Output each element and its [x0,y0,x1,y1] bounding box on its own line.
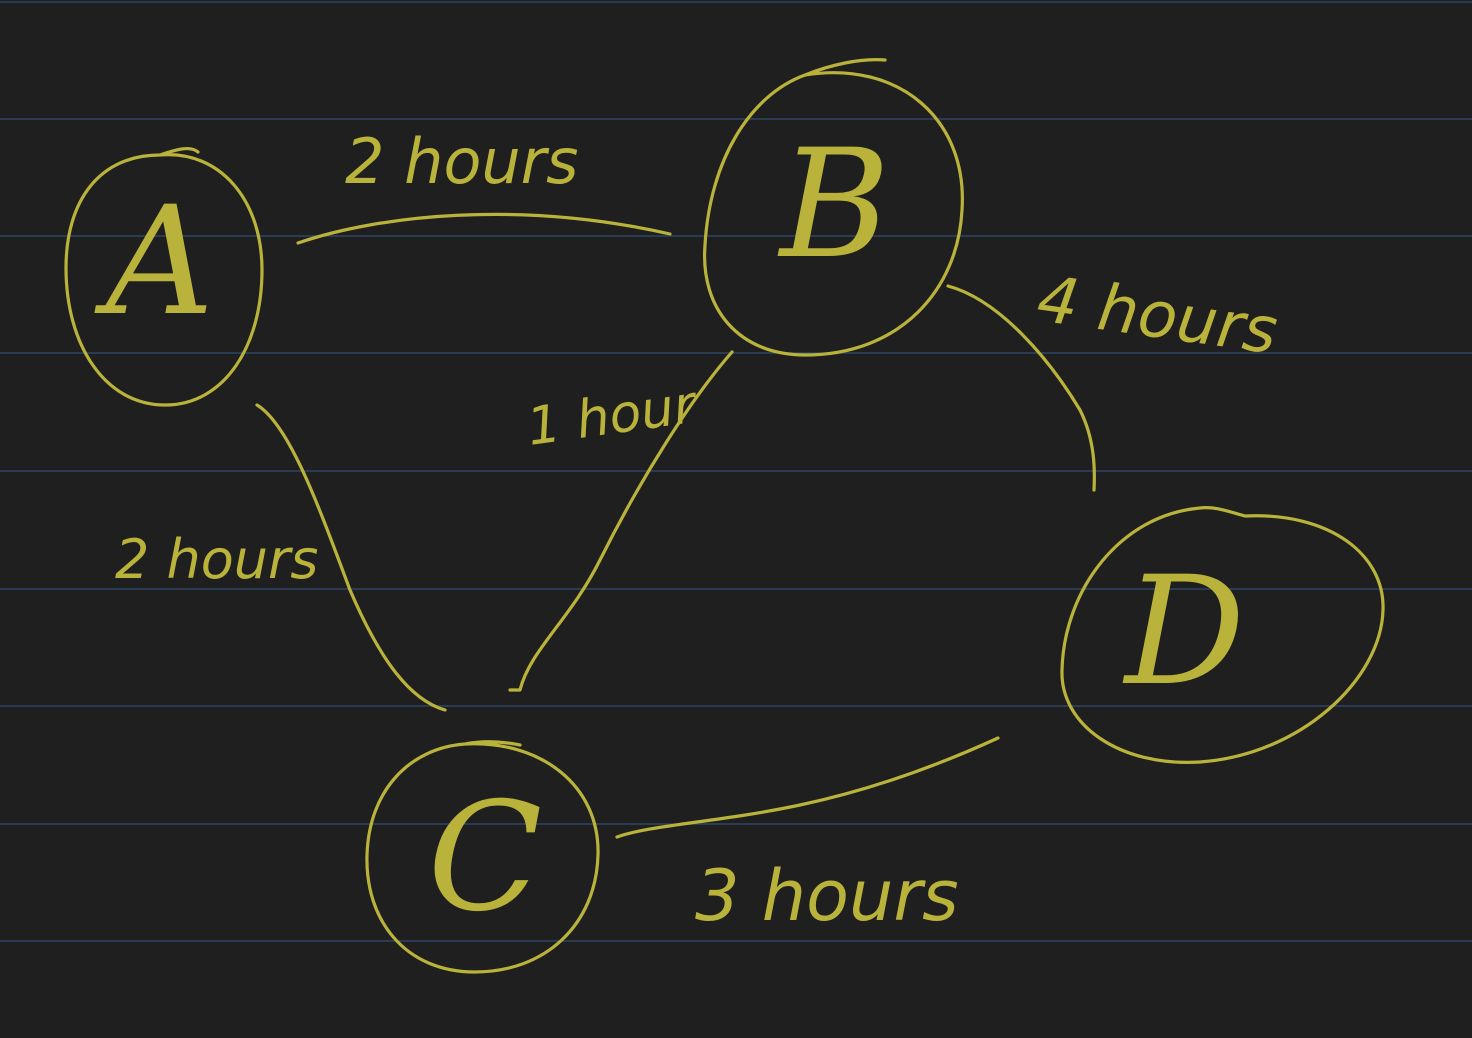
edge-a-c [255,403,447,712]
edge-b-c [508,350,734,692]
node-c-label: C [428,771,543,945]
notebook-rule-lines [0,1,1472,942]
node-d-circle [1060,506,1385,764]
node-b-circle [703,58,964,357]
node-a-circle [64,146,264,407]
edge-b-c-label: 1 hour [523,374,702,457]
edges [255,212,1096,839]
edge-a-c-label: 2 hours [115,528,318,591]
edge-c-d-label: 3 hours [695,855,959,937]
edge-c-d [615,736,1000,839]
edge-b-d [946,284,1096,492]
edge-labels: 2 hours 2 hours 1 hour 4 hours 3 hours [115,125,1282,937]
node-a-label: A [94,175,214,349]
node-d-label: D [1122,545,1245,719]
edge-a-b-label: 2 hours [345,125,578,198]
edge-a-b [296,212,672,245]
node-b-label: B [777,118,890,292]
node-c-circle [365,740,600,974]
node-labels: A B C D [94,118,1245,945]
node-circles [64,58,1385,974]
